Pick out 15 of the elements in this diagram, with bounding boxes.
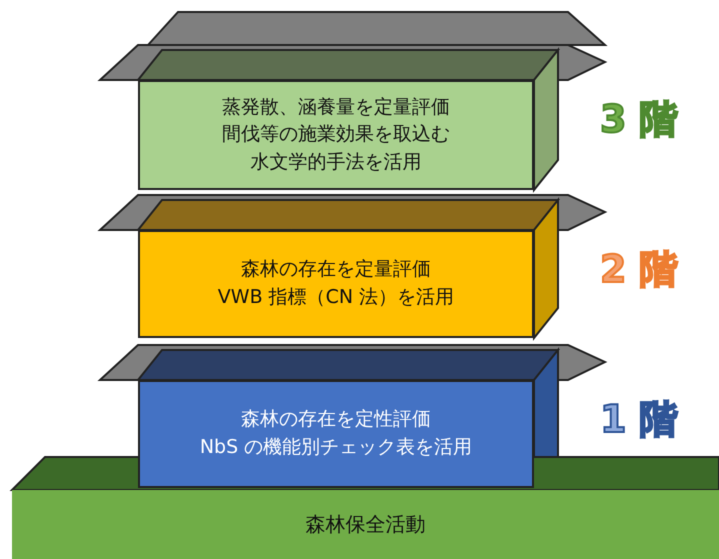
ground-box	[12, 490, 719, 559]
floor-label: 1 階	[600, 396, 678, 443]
block-text: VWB 指標（CN 法）を活用	[218, 285, 454, 310]
block-text: 森林の存在を定量評価	[241, 257, 431, 282]
block-text: NbS の機能別チェック表を活用	[200, 435, 472, 460]
block-text: 森林保全活動	[306, 511, 426, 538]
floor-label: 2 階	[600, 246, 678, 293]
block-text: 森林の存在を定性評価	[241, 407, 431, 432]
floor-block	[138, 230, 534, 338]
block-text: 水文学的手法を活用	[250, 150, 422, 175]
floor-label: 3 階	[600, 96, 678, 143]
floor-block	[138, 80, 534, 190]
block-text: 蒸発散、涵養量を定量評価	[222, 94, 450, 120]
block-text: 間伐等の施業効果を取込む	[222, 122, 450, 148]
floor-block	[138, 380, 534, 488]
